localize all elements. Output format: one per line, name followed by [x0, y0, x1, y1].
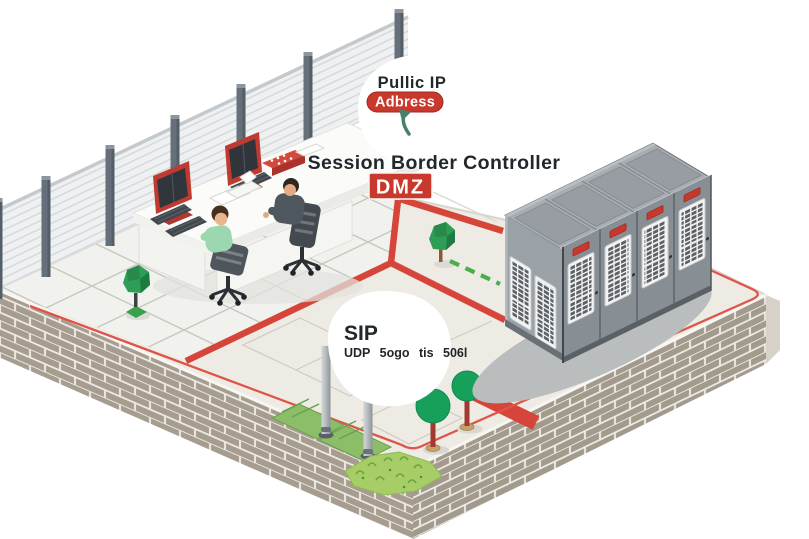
- brick-wall-right: [413, 295, 766, 539]
- sip-bubble: SIP UDP 5ogo tis 506l: [327, 290, 467, 407]
- chair-right-base: [285, 258, 319, 272]
- floor-crease: [432, 191, 498, 223]
- dmz-red-path: [184, 195, 507, 364]
- cabinet-3-red-label: [646, 205, 664, 221]
- corridor-tree: [429, 222, 456, 268]
- green-dashed-link: [449, 259, 501, 286]
- worker-right-body: [273, 193, 305, 225]
- cabinet-fronts: [563, 174, 712, 363]
- public-ip-title: Pullic IP: [378, 74, 447, 92]
- worker-right-face: [284, 184, 296, 196]
- sip-ports: UDP 5ogo tis 506l: [344, 346, 467, 360]
- cabinet-2-red-label: [609, 223, 627, 239]
- session-border-controller-title: Session Border Controller: [308, 152, 561, 174]
- worker-left-body: [204, 225, 233, 253]
- dmz-badge: DMZ: [368, 172, 433, 200]
- public-ip-bubble: Pullic IP Adbress: [357, 54, 496, 168]
- paper-stack: [208, 170, 263, 206]
- server-cabinet-2: [604, 223, 635, 307]
- cabinet-1-red-label: [572, 241, 590, 257]
- server-cabinet-1: [567, 241, 598, 325]
- server-cabinet-4: [678, 187, 709, 271]
- sip-title: SIP: [344, 322, 378, 345]
- server-rack-row: [472, 142, 712, 404]
- cabinet-4-red-label: [683, 187, 701, 203]
- wall-end-cap: [766, 295, 780, 364]
- worker-left: [200, 205, 249, 306]
- public-ip-badge-text: Adbress: [375, 95, 435, 111]
- worker-right: [263, 178, 321, 276]
- worker-left-face: [214, 212, 228, 226]
- side-vents: [505, 215, 563, 361]
- dmz-badge-text: DMZ: [376, 177, 425, 199]
- server-cabinet-3: [641, 205, 672, 289]
- monitor-left: [153, 161, 193, 225]
- curved-up-arrow-icon: [399, 109, 411, 136]
- round-tree-left: [415, 388, 451, 455]
- red-path-to-servers: [399, 195, 504, 235]
- office-tree: [123, 265, 150, 320]
- paper-tray: [294, 143, 326, 157]
- grass-patch: [344, 451, 443, 496]
- bollard-left: [318, 346, 334, 439]
- chair-left-base: [211, 287, 245, 302]
- red-console-device: [262, 143, 326, 176]
- brick-wall-left: [0, 290, 413, 539]
- red-path-connector: [387, 199, 402, 264]
